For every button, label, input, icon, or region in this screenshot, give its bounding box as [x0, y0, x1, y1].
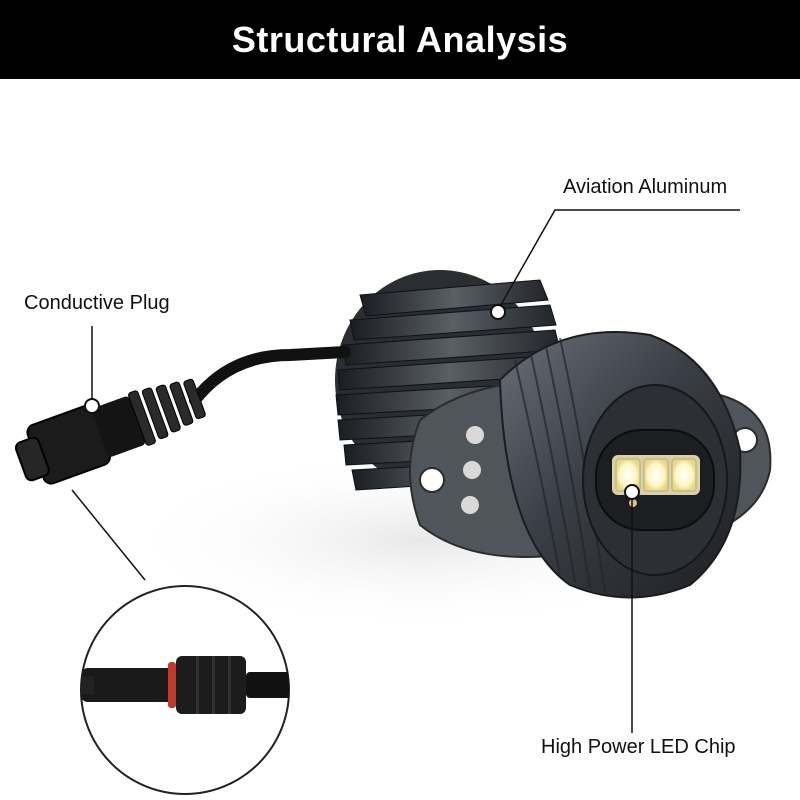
- title-banner: Structural Analysis: [0, 0, 800, 79]
- connector-plug: [14, 378, 206, 485]
- leader-lines: [71, 209, 740, 733]
- callout-dots: [84, 304, 640, 500]
- callout-aviation-aluminum: Aviation Aluminum: [563, 176, 728, 198]
- callout-conductive-plug: Conductive Plug: [24, 292, 170, 314]
- callout-led-chip: High Power LED Chip: [541, 736, 736, 758]
- power-cable: [189, 346, 351, 406]
- page-title: Structural Analysis: [231, 18, 569, 60]
- led-chips: [612, 455, 700, 507]
- plug-zoom-detail: [80, 585, 290, 795]
